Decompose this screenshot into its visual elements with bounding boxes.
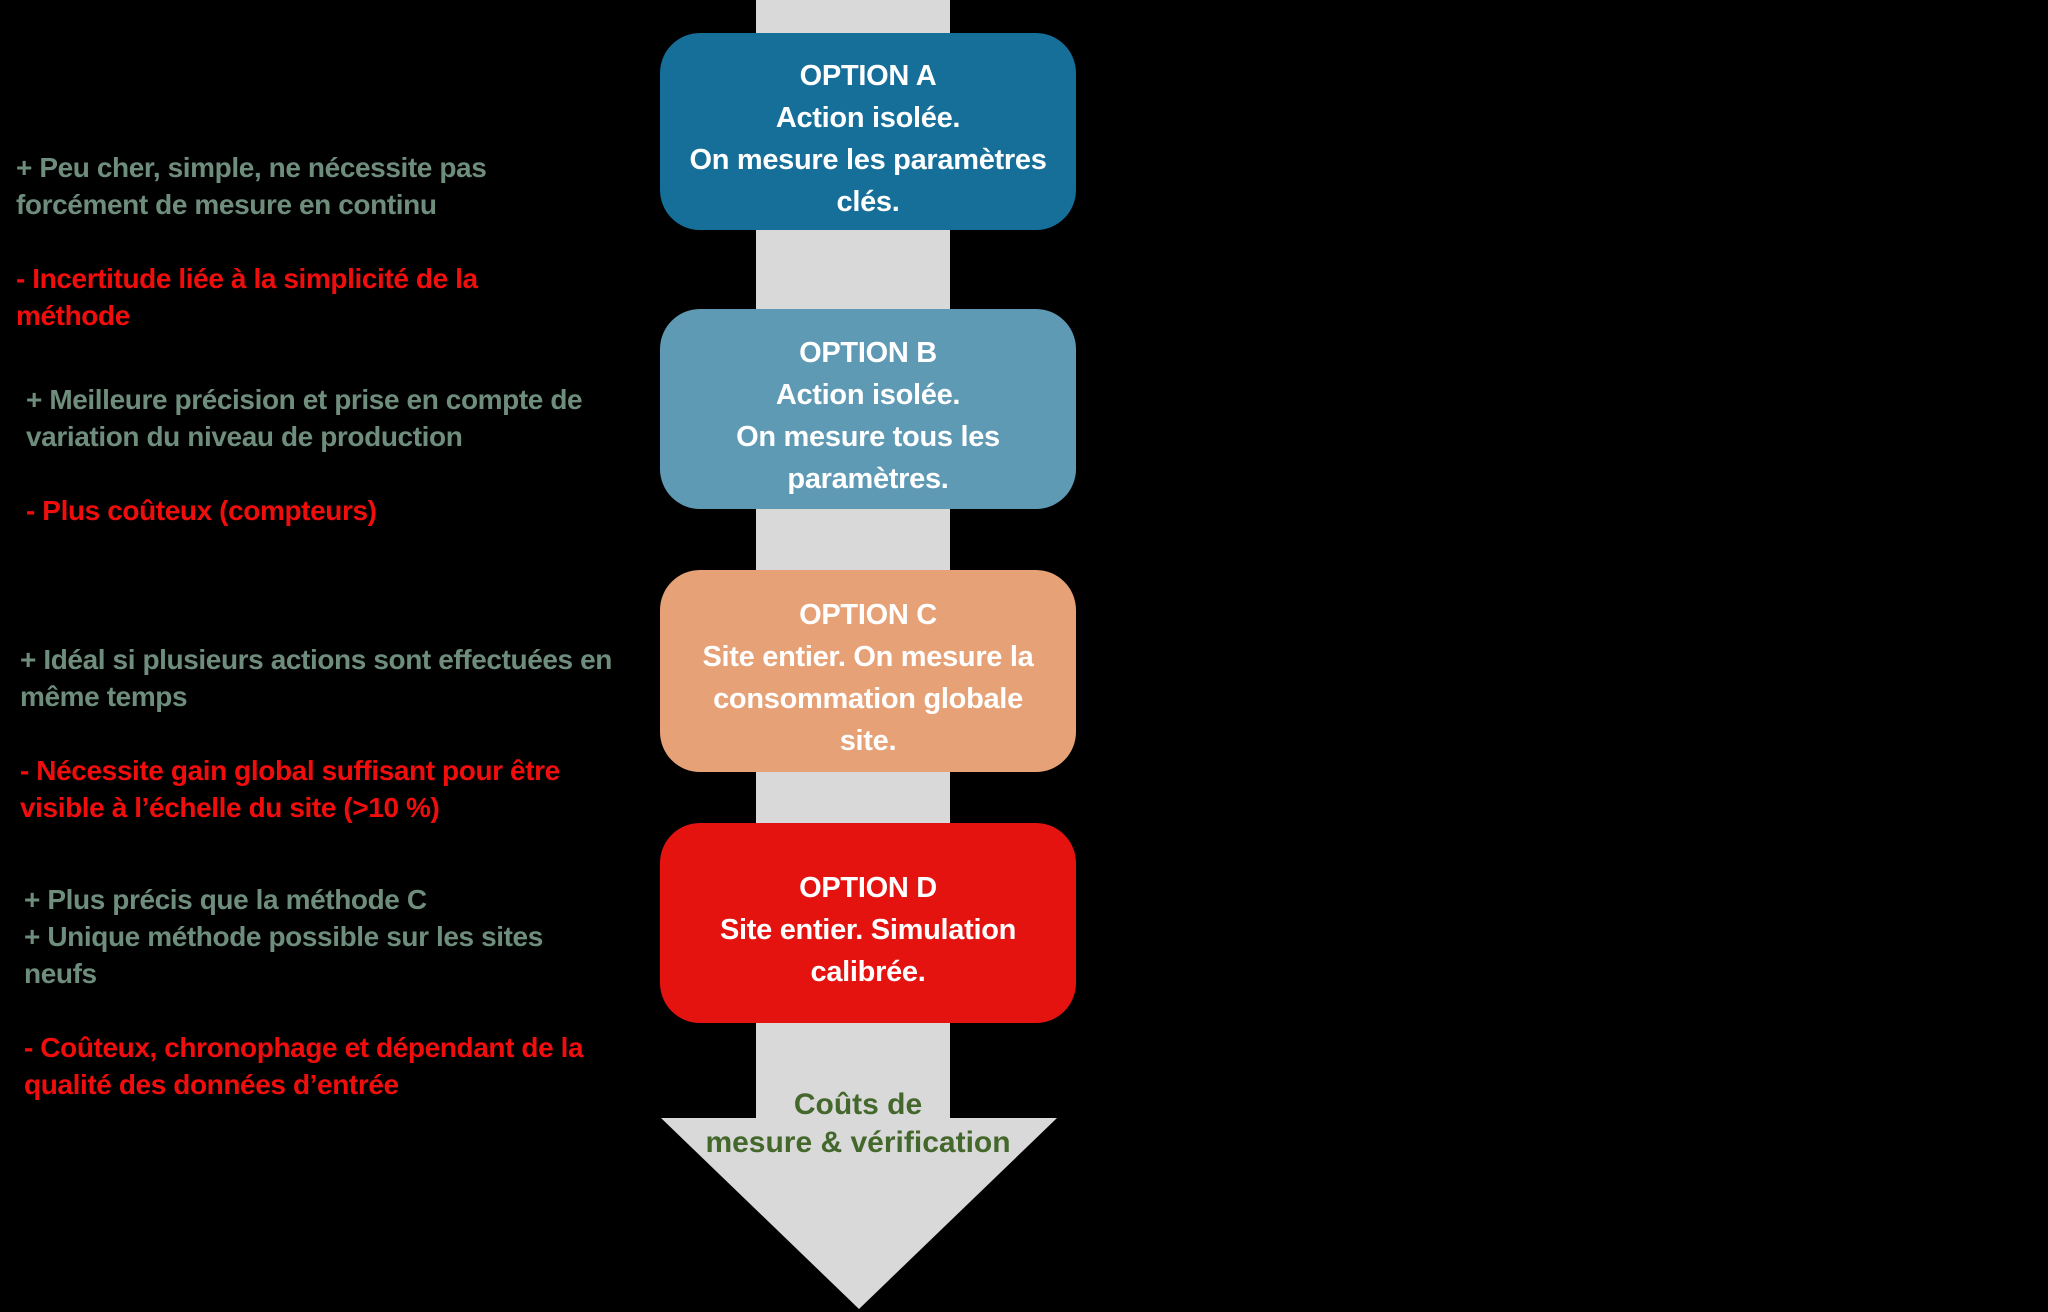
option-d-box: OPTION D Site entier. Simulation calibré… xyxy=(660,823,1076,1023)
option-c-cons: - Nécessite gain global suffisant pour ê… xyxy=(20,755,560,823)
cost-arrow-label: Coûts de mesure & vérification xyxy=(705,1088,1011,1159)
option-b-box: OPTION B Action isolée. On mesure tous l… xyxy=(660,309,1076,509)
option-d-annotations: + Plus précis que la méthode C + Unique … xyxy=(24,844,784,1140)
option-b-annotations: + Meilleure précision et prise en compte… xyxy=(26,344,786,566)
option-a-box: OPTION A Action isolée. On mesure les pa… xyxy=(660,33,1076,230)
option-d-cons: - Coûteux, chronophage et dépendant de l… xyxy=(24,1032,584,1100)
option-a-cons: - Incertitude liée à la simplicité de la… xyxy=(16,263,478,331)
option-b-title: OPTION B xyxy=(799,337,937,369)
option-a-pros: + Peu cher, simple, ne nécessite pas for… xyxy=(16,152,487,220)
option-c-pros: + Idéal si plusieurs actions sont effect… xyxy=(20,644,612,712)
option-b-cons: - Plus coûteux (compteurs) xyxy=(26,495,377,526)
option-d-description: Site entier. Simulation calibrée. xyxy=(719,914,1017,988)
option-a-description: Action isolée. On mesure les paramètres … xyxy=(689,101,1047,218)
option-c-box: OPTION C Site entier. On mesure la conso… xyxy=(660,570,1076,772)
option-a-title: OPTION A xyxy=(799,59,937,92)
option-c-title: OPTION C xyxy=(799,599,937,631)
option-c-annotations: + Idéal si plusieurs actions sont effect… xyxy=(20,604,780,863)
option-c-description: Site entier. On mesure la consommation g… xyxy=(702,641,1034,757)
option-d-pros: + Plus précis que la méthode C + Unique … xyxy=(24,884,543,989)
option-d-title: OPTION D xyxy=(799,872,937,904)
option-a-annotations: + Peu cher, simple, ne nécessite pas for… xyxy=(16,112,776,371)
option-b-description: Action isolée. On mesure tous les paramè… xyxy=(736,379,1000,495)
option-b-pros: + Meilleure précision et prise en compte… xyxy=(26,384,583,452)
